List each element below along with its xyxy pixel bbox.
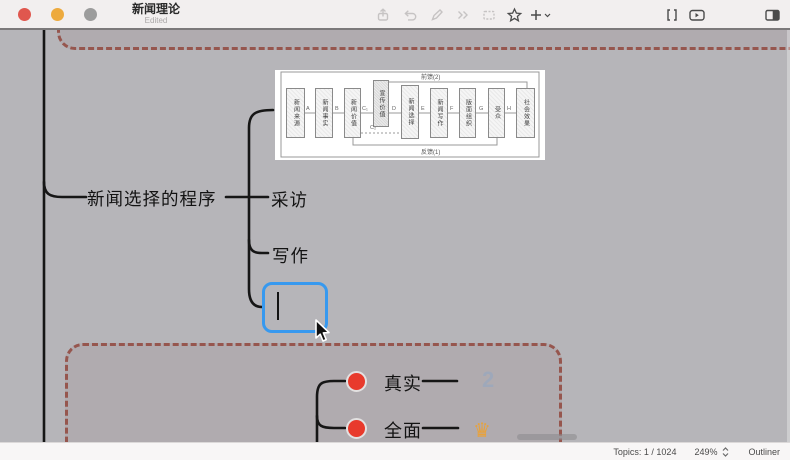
- status-bar: Topics: 1 / 1024 249% Outliner: [0, 442, 790, 460]
- title-bar: 新闻理论 Edited: [0, 0, 790, 30]
- edge-label: A: [306, 106, 310, 112]
- sidebar-icon[interactable]: [762, 5, 782, 25]
- fullscreen-window-button[interactable]: [84, 8, 97, 21]
- feedback-label: 反馈(1): [421, 150, 441, 156]
- mindmap-canvas[interactable]: 新闻来源 新闻事实 新闻价值 宣传价值 新闻选择 新闻写作 版面组织 受众 社会…: [0, 30, 790, 442]
- frame-icon[interactable]: [479, 5, 499, 25]
- main-topic-node[interactable]: 新闻选择的程序: [87, 189, 217, 209]
- topics-count: Topics: 1 / 1024: [613, 446, 677, 457]
- flowchart-box: 版面组织: [459, 88, 476, 138]
- outliner-toggle[interactable]: Outliner: [748, 446, 780, 457]
- vertical-scrollbar-track[interactable]: [787, 30, 790, 442]
- orange-crown-sticker-icon[interactable]: ♛: [473, 420, 491, 442]
- edge-label: H: [507, 106, 511, 112]
- share-icon[interactable]: [373, 5, 393, 25]
- edge-label: C₁: [362, 106, 368, 112]
- edge-label: E: [421, 106, 425, 112]
- flowchart-box: 新闻价值: [344, 88, 361, 138]
- flowchart-image-node[interactable]: 新闻来源 新闻事实 新闻价值 宣传价值 新闻选择 新闻写作 版面组织 受众 社会…: [275, 70, 545, 160]
- add-icon[interactable]: [528, 5, 554, 25]
- edge-label: B: [335, 106, 339, 112]
- zoom-level[interactable]: 249%: [694, 446, 718, 457]
- red-priority-marker[interactable]: [346, 418, 367, 439]
- minimize-window-button[interactable]: [51, 8, 64, 21]
- feedforward-label: 前馈(2): [421, 75, 441, 81]
- flowchart-box: 宣传价值: [373, 80, 389, 127]
- bypass-label: C₂: [370, 125, 377, 131]
- top-boundary-group[interactable]: [57, 30, 790, 50]
- subtopic-node-true[interactable]: 真实: [384, 374, 422, 394]
- editing-topic-node[interactable]: [262, 282, 328, 333]
- brackets-icon[interactable]: [662, 5, 682, 25]
- horizontal-scrollbar-thumb[interactable]: [517, 434, 577, 440]
- flowchart-box: 新闻选择: [401, 85, 419, 139]
- edge-label: F: [450, 106, 454, 112]
- text-caret: [277, 292, 279, 320]
- edge-label: D: [392, 106, 396, 112]
- window-status: Edited: [144, 16, 168, 25]
- play-icon[interactable]: [687, 5, 707, 25]
- flowchart-box: 新闻事实: [315, 88, 333, 138]
- bottom-boundary-group[interactable]: [65, 343, 562, 442]
- skip-icon[interactable]: [453, 5, 473, 25]
- subtopic-node-comprehensive[interactable]: 全面: [384, 421, 422, 441]
- star-icon[interactable]: [504, 5, 524, 25]
- undo-icon[interactable]: [400, 5, 420, 25]
- subtopic-node-writing[interactable]: 写作: [272, 246, 309, 266]
- pen-icon[interactable]: [427, 5, 447, 25]
- flowchart-box: 受众: [488, 88, 505, 138]
- zoom-stepper[interactable]: [721, 446, 730, 458]
- faded-number-2-sticker-icon[interactable]: 2: [482, 367, 495, 392]
- flowchart-box: 新闻来源: [286, 88, 305, 138]
- close-window-button[interactable]: [18, 8, 31, 21]
- flowchart-box: 社会效果: [516, 88, 535, 138]
- edge-label: G: [479, 106, 484, 112]
- red-priority-marker[interactable]: [346, 371, 367, 392]
- subtopic-node-interview[interactable]: 采访: [271, 190, 308, 210]
- window-title: 新闻理论: [132, 2, 181, 16]
- flowchart-box: 新闻写作: [430, 88, 448, 138]
